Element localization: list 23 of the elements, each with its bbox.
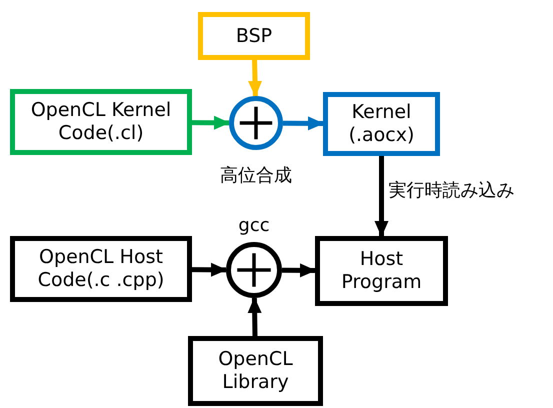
arrow — [282, 116, 324, 130]
arrow — [248, 60, 262, 97]
arrow — [192, 262, 227, 277]
sum-circle — [226, 242, 282, 298]
process-box — [188, 336, 323, 406]
node-caption: 高位合成 — [220, 164, 292, 187]
box-label: Host Program — [340, 248, 423, 294]
arrow — [282, 263, 316, 278]
process-box — [10, 89, 192, 155]
node-caption: gcc — [238, 214, 270, 236]
box-label: OpenCL Library — [217, 348, 294, 394]
box-label: BSP — [236, 24, 272, 48]
sum-circle — [229, 96, 283, 150]
process-box — [315, 236, 448, 306]
box-label: Kernel (.aocx) — [348, 101, 416, 147]
arrow — [192, 116, 230, 130]
arrow — [374, 156, 388, 237]
process-box — [323, 92, 440, 156]
arrow — [248, 297, 262, 336]
box-label: OpenCL Host Code(.c .cpp) — [36, 246, 166, 292]
process-box — [10, 236, 192, 302]
process-box — [198, 12, 310, 60]
box-label: OpenCL Kernel Code(.cl) — [30, 99, 172, 145]
